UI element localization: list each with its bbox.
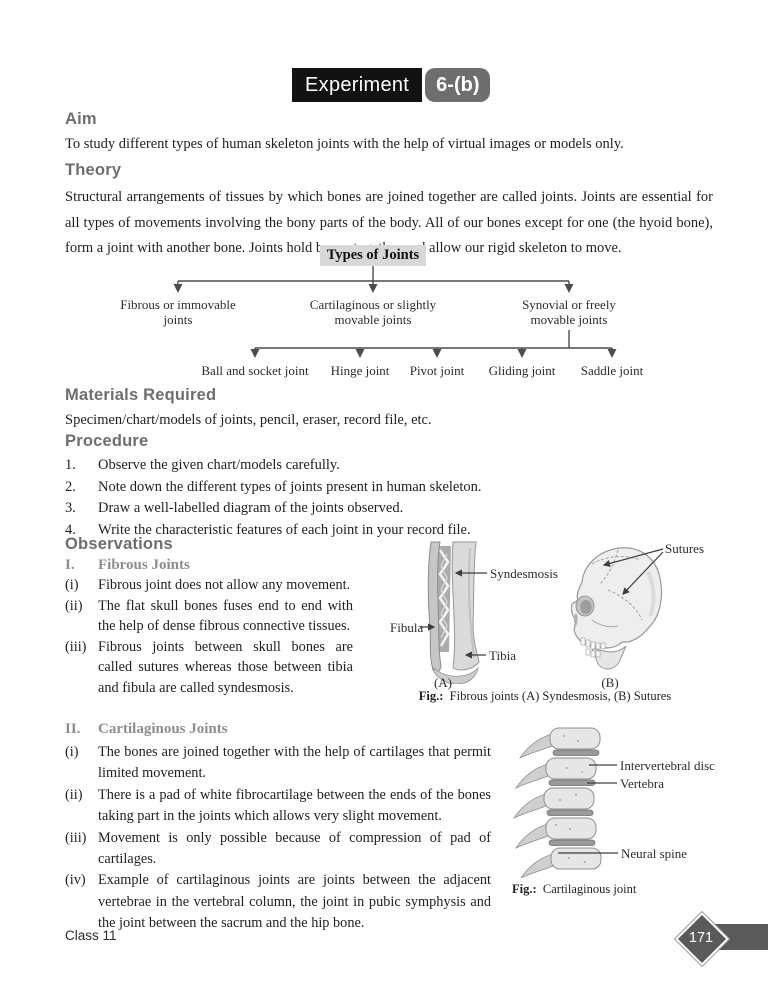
observation-item: (iii) Fibrous joints between skull bones…	[65, 638, 353, 696]
observation-item: (iv) Example of cartilaginous joints are…	[65, 872, 491, 932]
step-text: Write the characteristic features of eac…	[98, 521, 471, 538]
flowchart-connector-lines	[173, 266, 617, 358]
subfigure-label-b: (B)	[601, 675, 619, 690]
branch-label-fibrous: Fibrous or immovable joints	[120, 297, 236, 327]
label-syndesmosis: Syndesmosis	[490, 566, 558, 581]
section-heading-observations: Observations	[65, 535, 173, 553]
step-text: Observe the given chart/models carefully…	[98, 457, 340, 473]
experiment-number-badge: 6-(b)	[425, 68, 491, 102]
observation-item: (i) Fibrous joint does not allow any mov…	[65, 577, 351, 593]
step-number: 4.	[65, 521, 76, 538]
fibrous-figure-leader-lines	[420, 548, 664, 659]
joint-type-hinge: Hinge joint	[330, 363, 390, 378]
observation-item: (iii) Movement is only possible because …	[65, 829, 491, 868]
class-label: Class 11	[65, 928, 117, 943]
label-tibia: Tibia	[489, 648, 516, 663]
aim-text: To study different types of human skelet…	[65, 136, 624, 152]
label-vertebra: Vertebra	[620, 776, 665, 791]
flowchart-title: Types of Joints	[320, 245, 426, 266]
fibrous-joints-heading: I.Fibrous Joints	[65, 557, 190, 573]
step-text: Note down the different types of joints …	[98, 478, 482, 495]
observation-item: (ii) There is a pad of white fibrocartil…	[65, 786, 491, 825]
section-heading-materials: Materials Required	[65, 386, 217, 404]
step-text: Draw a well-labelled diagram of the join…	[98, 500, 404, 516]
joint-type-saddle: Saddle joint	[580, 363, 644, 378]
branch-label-synovial: Synovial or freely movable joints	[522, 297, 616, 327]
figure-fibrous-joints: Syndesmosis Fibula Tibia Sutures (A) (B)	[380, 536, 710, 696]
step-number: 1.	[65, 457, 76, 473]
joint-type-gliding: Gliding joint	[488, 363, 556, 378]
experiment-label: Experiment	[292, 68, 423, 102]
observation-item: (i) The bones are joined together with t…	[65, 744, 491, 782]
section-heading-procedure: Procedure	[65, 432, 149, 450]
procedure-list: 1. Observe the given chart/models carefu…	[65, 455, 713, 541]
procedure-step: 4. Write the characteristic features of …	[65, 520, 713, 542]
theory-text: Structural arrangements of tissues by wh…	[65, 189, 713, 257]
figure-cartilaginous-joint: Intervertebral disc Vertebra Neural spin…	[505, 724, 725, 882]
step-number: 2.	[65, 478, 76, 495]
label-fibula: Fibula	[390, 620, 424, 635]
types-of-joints-flowchart: Types of Joints Fibrous or immovable joi…	[0, 244, 768, 384]
cartilaginous-figure-caption: Fig.: Cartilaginous joint	[512, 882, 637, 896]
joint-type-pivot: Pivot joint	[409, 363, 465, 378]
fibrous-figure-caption: Fig.: Fibrous joints (A) Syndesmosis, (B…	[418, 689, 672, 703]
vertebral-column-illustration	[512, 727, 602, 878]
label-sutures: Sutures	[665, 541, 704, 556]
section-heading-theory: Theory	[65, 161, 122, 179]
page-number: 171	[688, 930, 714, 946]
cartilaginous-figure-leader-lines	[558, 764, 618, 854]
label-neural-spine: Neural spine	[621, 846, 688, 861]
materials-text: Specimen/chart/models of joints, pencil,…	[65, 412, 432, 428]
experiment-badge: Experiment 6-(b)	[292, 68, 491, 102]
procedure-step: 3. Draw a well-labelled diagram of the j…	[65, 498, 713, 520]
section-heading-aim: Aim	[65, 110, 97, 128]
observation-item: (ii) The flat skull bones fuses end to e…	[65, 597, 353, 635]
label-intervertebral-disc: Intervertebral disc	[620, 758, 715, 773]
procedure-step: 2. Note down the different types of join…	[65, 477, 713, 499]
step-number: 3.	[65, 500, 76, 516]
joint-type-ball-and-socket: Ball and socket joint	[201, 363, 309, 378]
cartilaginous-observations-list: (i) The bones are joined together with t…	[65, 742, 491, 935]
cartilaginous-joints-heading: II.Cartilaginous Joints	[65, 721, 228, 737]
fibrous-observations-list: (i) Fibrous joint does not allow any mov…	[65, 575, 353, 699]
skull-illustration	[570, 547, 663, 670]
subfigure-label-a: (A)	[433, 675, 453, 690]
procedure-step: 1. Observe the given chart/models carefu…	[65, 455, 713, 477]
branch-label-cartilaginous: Cartilaginous or slightly movable joints	[309, 297, 437, 327]
